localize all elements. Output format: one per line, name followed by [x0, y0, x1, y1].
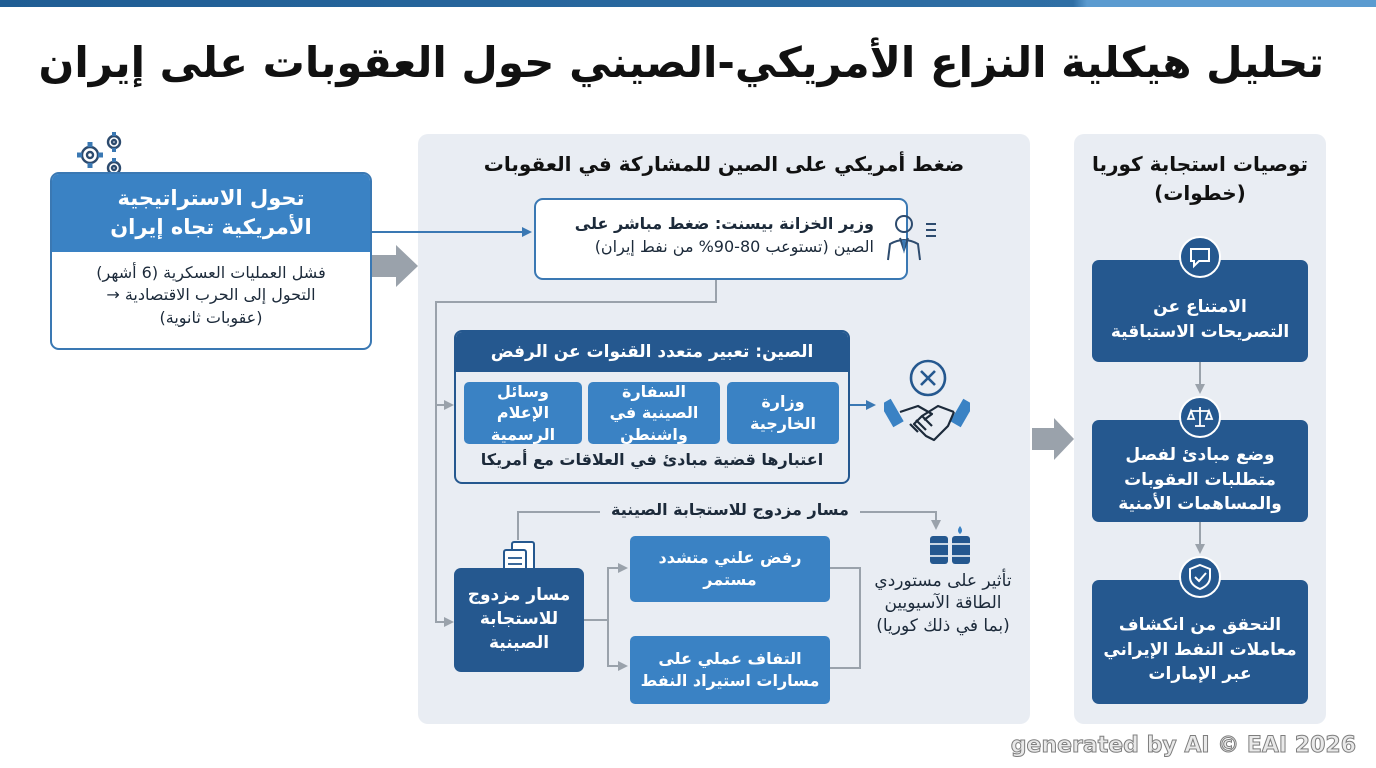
channel-foreign-ministry: وزارة الخارجية	[727, 382, 839, 444]
x-circle-icon	[908, 358, 948, 398]
us-strategy-line3: (عقوبات ثانوية)	[159, 307, 263, 327]
flow-arrow-1	[372, 245, 418, 287]
treasury-line2: الصين (تستوعب 80-90% من نفط إيران)	[594, 237, 874, 257]
korea-step2-box: وضع مبادئ لفصل متطلبات العقوبات والمساهم…	[1092, 420, 1308, 522]
handshake-icon	[880, 394, 974, 448]
top-accent-bar	[0, 0, 1376, 7]
us-strategy-line1: فشل العمليات العسكرية (6 أشهر)	[96, 263, 326, 282]
treasury-line1: وزير الخزانة بيسنت: ضغط مباشر على	[574, 214, 874, 233]
korea-step3-box: التحقق من انكشاف معاملات النفط الإيراني …	[1092, 580, 1308, 704]
us-strategy-heading: تحول الاستراتيجية الأمريكية تجاه إيران	[110, 185, 312, 239]
official-icon	[880, 210, 940, 266]
treasury-pressure-box	[534, 198, 908, 280]
page-title: تحليل هيكلية النزاع الأمريكي-الصيني حول …	[38, 38, 1325, 87]
flow-arrow-2	[1032, 418, 1074, 460]
asian-importers-impact: تأثير على مستوردي الطاقة الآسيويين (بما …	[874, 571, 1012, 636]
pressure-panel-title: ضغط أمريكي على الصين للمشاركة في العقوبا…	[483, 152, 965, 176]
channel-embassy: السفارة الصينية في واشنطن	[588, 382, 720, 444]
us-strategy-card: تحول الاستراتيجية الأمريكية تجاه إيران ف…	[50, 172, 372, 350]
principle-note: اعتبارها قضية مبادئ في العلاقات مع أمريك…	[480, 450, 824, 469]
dual-track-box: مسار مزدوج للاستجابة الصينية	[454, 568, 584, 672]
scales-icon	[1179, 396, 1221, 438]
public-refusal-box: رفض علني متشدد مستمر	[630, 536, 830, 602]
china-rejection-heading: الصين: تعبير متعدد القنوات عن الرفض	[456, 332, 848, 372]
dual-track-label: مسار مزدوج للاستجابة الصينية	[600, 500, 860, 519]
shield-check-icon	[1179, 556, 1221, 598]
korea-panel-title: توصيات استجابة كوريا (خطوات)	[1091, 152, 1309, 205]
us-strategy-line2: التحول إلى الحرب الاقتصادية →	[106, 285, 316, 305]
watermark: generated by AI © EAI 2026	[1010, 733, 1356, 759]
us-strategy-header: تحول الاستراتيجية الأمريكية تجاه إيران	[52, 174, 370, 252]
oil-barrels-icon	[926, 526, 976, 568]
channel-state-media: وسائل الإعلام الرسمية	[464, 382, 582, 444]
chat-bubble-icon	[1179, 236, 1221, 278]
workaround-box: التفاف عملي على مسارات استيراد النفط	[630, 636, 830, 704]
us-strategy-body: فشل العمليات العسكرية (6 أشهر) التحول إل…	[52, 252, 370, 329]
treasury-text: وزير الخزانة بيسنت: ضغط مباشر على الصين …	[544, 212, 874, 258]
